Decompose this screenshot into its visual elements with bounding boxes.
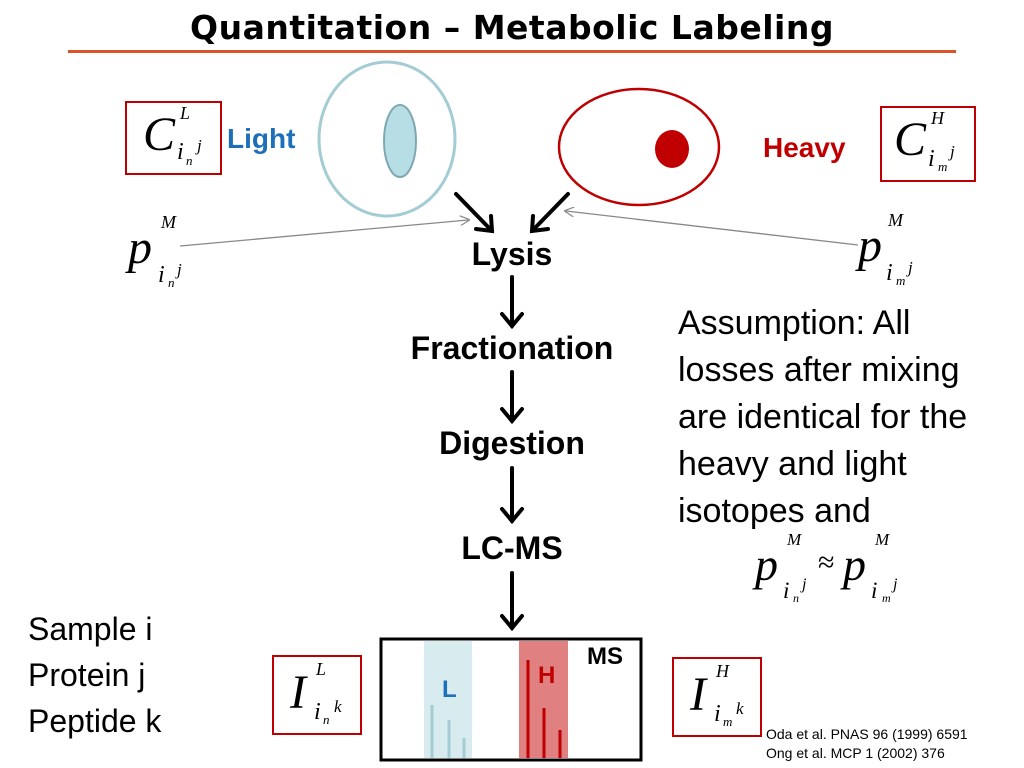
- ms-heavy-label: H: [538, 662, 556, 689]
- ms-light-peaks: [430, 705, 466, 758]
- light-prob-pointer: [179, 220, 468, 247]
- heavy-conc-subsub: m: [938, 159, 948, 174]
- light-int-sub-k: k: [334, 697, 342, 716]
- assumption-line-4: heavy and light: [678, 445, 907, 483]
- light-conc-base: C: [143, 108, 176, 161]
- light-prob-sub-j: j: [177, 260, 182, 279]
- heavy-int-subsub: m: [723, 714, 733, 729]
- reference-ong: Ong et al. MCP 1 (2002) 376: [766, 745, 945, 761]
- approx-right-subsub: m: [882, 591, 891, 605]
- approx-right-sup: M: [875, 530, 890, 549]
- light-conc-sub-j: j: [197, 136, 202, 155]
- light-conc-sup: L: [180, 103, 191, 123]
- approx-left-sub-j: j: [802, 576, 807, 593]
- approx-left-sup: M: [787, 530, 802, 549]
- approx-symbol: ≈: [818, 546, 835, 579]
- approx-equation: p M i n j ≈ p M i m j: [755, 528, 925, 613]
- light-probability: p M i n j: [128, 212, 198, 302]
- heavy-label: Heavy: [763, 132, 846, 163]
- references: Oda et al. PNAS 96 (1999) 6591 Ong et al…: [766, 725, 968, 763]
- heavy-conc-base: C: [894, 113, 927, 166]
- ms-light-label: L: [442, 676, 457, 703]
- light-conc-sub: i: [177, 139, 184, 165]
- heavy-conc-sup: H: [931, 108, 944, 128]
- heavy-int-sub-k: k: [736, 699, 744, 718]
- light-prob-sub: i: [158, 262, 165, 288]
- heavy-prob-pointer: [566, 211, 859, 246]
- approx-right-base: p: [843, 539, 866, 590]
- light-prob-base: p: [128, 221, 152, 274]
- sample-label: Sample i: [28, 611, 153, 647]
- heavy-int-base: I: [690, 668, 706, 721]
- step-lc-ms: LC-MS: [461, 530, 563, 566]
- light-intensity-box: I L i n k: [272, 655, 362, 735]
- heavy-nucleus: [655, 130, 689, 168]
- light-int-sub: i: [314, 699, 321, 725]
- ms-label: MS: [587, 643, 623, 670]
- sample-labels: Sample i Protein j Peptide k: [28, 606, 161, 744]
- approx-left-subsub: n: [793, 591, 799, 605]
- approx-right-sub-j: j: [893, 576, 898, 593]
- heavy-probability: p M i m j: [858, 210, 928, 300]
- light-int-sup: L: [316, 659, 327, 679]
- heavy-prob-subsub: m: [896, 273, 906, 288]
- light-label: Light: [227, 123, 296, 154]
- peptide-label: Peptide k: [28, 703, 162, 739]
- merge-arrows: [454, 192, 570, 234]
- light-concentration-box: C L i n j: [125, 101, 222, 175]
- step-lysis: Lysis: [471, 236, 553, 272]
- workflow-arrows: [500, 275, 524, 632]
- heavy-prob-sup: M: [888, 210, 903, 230]
- heavy-conc-sub-j: j: [950, 142, 955, 161]
- approx-right-sub: i: [871, 578, 878, 603]
- heavy-conc-sub: i: [928, 146, 935, 172]
- step-fractionation: Fractionation: [410, 330, 614, 366]
- light-conc-subsub: n: [186, 153, 193, 168]
- light-prob-subsub: n: [168, 275, 175, 290]
- assumption-line-2: losses after mixing: [678, 351, 960, 389]
- step-digestion: Digestion: [439, 425, 585, 461]
- light-int-subsub: n: [323, 712, 330, 727]
- heavy-concentration-box: C H i m j: [880, 106, 976, 182]
- ms-heavy-peaks: [526, 660, 562, 758]
- slide-title: Quantitation – Metabolic Labeling: [190, 8, 834, 47]
- protein-label: Protein j: [28, 657, 146, 693]
- heavy-prob-sub-j: j: [908, 258, 913, 277]
- heavy-prob-base: p: [858, 219, 882, 272]
- heavy-int-sup: H: [716, 661, 729, 681]
- reference-oda: Oda et al. PNAS 96 (1999) 6591: [766, 726, 968, 742]
- assumption-text: Assumption: All losses after mixing are …: [678, 300, 1024, 535]
- light-nucleus: [383, 104, 417, 178]
- light-prob-sup: M: [161, 212, 176, 232]
- approx-left-base: p: [755, 539, 778, 590]
- heavy-cell: [557, 87, 721, 207]
- heavy-intensity-box: I H i m k: [672, 657, 762, 737]
- title-rule: [68, 50, 956, 53]
- assumption-line-3: are identical for the: [678, 398, 968, 436]
- heavy-int-sub: i: [714, 701, 721, 727]
- light-int-base: I: [290, 666, 306, 719]
- assumption-line-5: isotopes and: [678, 492, 871, 530]
- heavy-prob-sub: i: [886, 260, 893, 286]
- approx-left-sub: i: [783, 578, 790, 603]
- assumption-line-1: Assumption: All: [678, 304, 911, 342]
